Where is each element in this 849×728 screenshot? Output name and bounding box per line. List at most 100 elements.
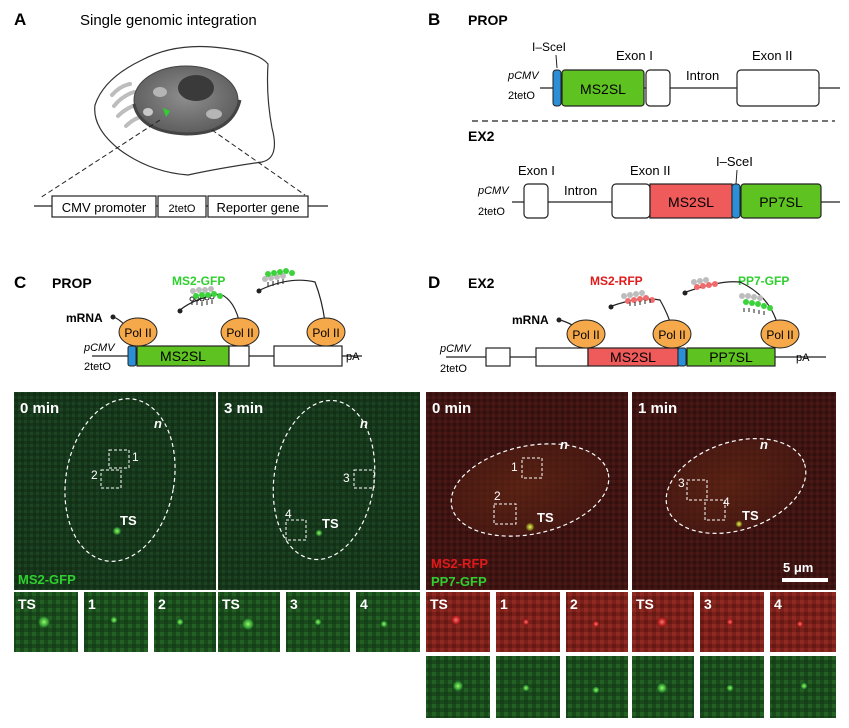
panel-c-images: 0 min n 1 2 TS MS2-GFP 3 min n 3 4 TS (14, 392, 420, 652)
d-crop-ts-a: TS (430, 596, 448, 612)
d-channel-1: MS2-RFP (431, 556, 488, 571)
ms2-gfp-label: MS2-GFP (172, 274, 225, 288)
prop-exon1-box (645, 69, 671, 107)
c-spot-3: 3 (343, 471, 350, 485)
d-ts-0: TS (537, 510, 554, 525)
d-n-1: n (760, 437, 768, 452)
prop-exon2-box (736, 69, 820, 107)
c-crop-4: 4 (360, 596, 368, 612)
c-pol2-1 (118, 317, 158, 347)
panel-d-schematic: D EX2 MS2-RFP PP7-GFP mRNA pCMV 2tetO MS… (428, 273, 826, 375)
c-crop-2: 2 (158, 596, 166, 612)
c-crops: TS 1 2 TS 3 4 (14, 592, 420, 652)
panel-d-letter: D (428, 273, 440, 292)
prop-title: PROP (468, 12, 508, 28)
d-operator-label: 2tetO (440, 363, 467, 375)
d-crop-1: 1 (500, 596, 508, 612)
c-frame-0min (14, 392, 216, 590)
d-pa-label: pA (796, 352, 810, 364)
c-ts-0: TS (120, 513, 137, 528)
c-pol2-2 (220, 317, 260, 347)
scale-bar-label: 5 μm (783, 560, 813, 575)
d-pol2-3 (760, 319, 800, 349)
reporter-gene-box (207, 195, 309, 218)
d-promoter-label: pCMV (439, 343, 472, 355)
ex2-promoter-label: pCMV (477, 185, 510, 197)
c-pol2-3-label: Pol II (312, 326, 339, 340)
prop-ms2sl-label: MS2SL (580, 81, 626, 97)
d-pp7sl-label: PP7SL (709, 349, 753, 365)
panel-c-letter: C (14, 273, 26, 292)
ex2-site-label: I–SceI (716, 154, 753, 169)
d-ts-1: TS (742, 508, 759, 523)
d-pol2-3-label: Pol II (766, 328, 793, 342)
d-pol2-2-label: Pol II (658, 328, 685, 342)
c-spot-2: 2 (91, 468, 98, 482)
panel-c-schematic: C PROP MS2-GFP mRNA pCMV 2tetO MS2SL pA (14, 268, 362, 373)
c-n-0: n (154, 416, 162, 431)
mrna-label-d: mRNA (512, 313, 549, 327)
ex2-title: EX2 (468, 128, 495, 144)
ex2-sceI-site (731, 183, 741, 219)
ex2-intron-label: Intron (564, 183, 597, 198)
c-pol2-2-label: Pol II (226, 326, 253, 340)
nucleolus-icon (178, 75, 214, 101)
d-spot-3: 3 (678, 476, 685, 490)
d-channel-2: PP7-GFP (431, 574, 487, 589)
d-time-1: 1 min (638, 400, 677, 417)
c-spot-1: 1 (132, 450, 139, 464)
ex2-exon1-box (523, 183, 549, 219)
d-ms2sl-label: MS2SL (610, 349, 656, 365)
c-pa-label: pA (346, 351, 360, 363)
c-crop-3: 3 (290, 596, 298, 612)
c-exon2-box (273, 345, 343, 367)
c-crop-ts-a: TS (18, 596, 36, 612)
ex2-ms2sl-box (649, 183, 733, 219)
c-pol2-3 (306, 317, 346, 347)
d-crop-ts-b: TS (636, 596, 654, 612)
panel-c-title: PROP (52, 275, 92, 291)
pp7-gfp-label: PP7-GFP (738, 274, 789, 288)
prop-exon2-label: Exon II (752, 48, 792, 63)
tetO-label: 2tetO (169, 203, 196, 215)
ex2-operator-label: 2tetO (478, 206, 505, 218)
cmv-promoter-label: CMV promoter (62, 200, 147, 215)
integration-site-icon (163, 108, 170, 117)
c-frame-3min (218, 392, 420, 590)
ex2-ms2sl-label: MS2SL (668, 194, 714, 210)
ex2-exon2-label: Exon II (630, 163, 670, 178)
c-channel-label: MS2-GFP (18, 572, 76, 587)
c-crop-1: 1 (88, 596, 96, 612)
d-crop-2: 2 (570, 596, 578, 612)
reporter-gene-label: Reporter gene (216, 200, 299, 215)
panel-d-images: 0 min n 1 2 TS MS2-RFP PP7-GFP 1 min n 3… (426, 392, 836, 718)
d-pol2-2 (652, 319, 692, 349)
d-pp7sl-box (686, 347, 776, 367)
prop-site-label: I–SceI (532, 40, 566, 54)
c-sceI-site (127, 345, 137, 367)
prop-exon1-label: Exon I (616, 48, 653, 63)
c-time-1: 3 min (224, 400, 263, 417)
panel-b-letter: B (428, 10, 440, 29)
ex2-exon2-box (611, 183, 651, 219)
panel-a-letter: A (14, 10, 26, 29)
panel-a-title: Single genomic integration (80, 12, 257, 29)
prop-operator-label: 2tetO (508, 90, 535, 102)
ms2-rfp-label: MS2-RFP (590, 274, 643, 288)
d-crop-3: 3 (704, 596, 712, 612)
d-crop-4: 4 (774, 596, 782, 612)
c-n-1: n (360, 416, 368, 431)
tetO-box (157, 195, 207, 218)
panel-d-title: EX2 (468, 275, 495, 291)
cmv-promoter-box (51, 195, 157, 218)
d-time-0: 0 min (432, 400, 471, 417)
mrna-label-c: mRNA (66, 311, 103, 325)
d-spot-2: 2 (494, 489, 501, 503)
c-operator-label: 2tetO (84, 361, 111, 373)
d-pol2-1-label: Pol II (572, 328, 599, 342)
d-pol2-1 (566, 319, 606, 349)
c-promoter-label: pCMV (83, 342, 116, 354)
prop-intron-label: Intron (686, 68, 719, 83)
c-time-0: 0 min (20, 400, 59, 417)
